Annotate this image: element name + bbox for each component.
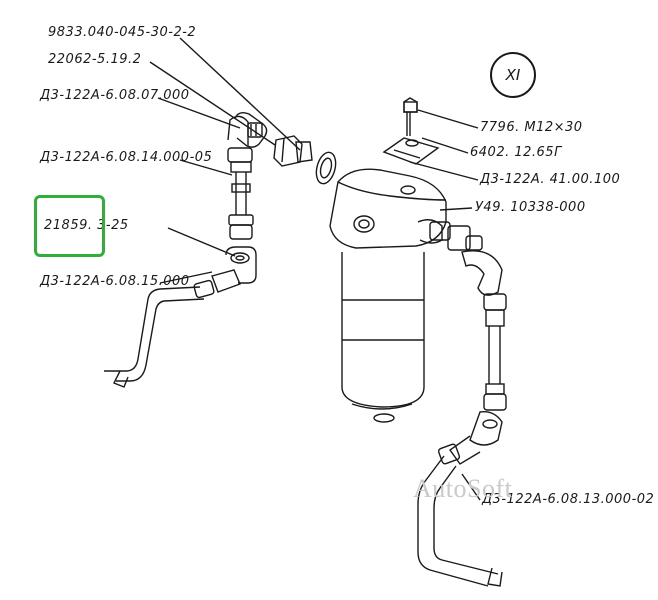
callout-label-part-5-main: 21859. <box>44 218 93 233</box>
callout-label-bolt: 7796. М12×30 <box>480 120 583 135</box>
highlight-box <box>34 195 105 257</box>
callout-label-lower-tube: Д3-122А-6.08.13.000-02 <box>482 492 655 507</box>
section-number-badge: XI <box>490 52 536 98</box>
section-number: XI <box>505 66 521 84</box>
callout-label-part-1: 9833.040-045-30-2-2 <box>48 25 197 40</box>
callout-label-part-6: Д3-122А-6.08.15.000 <box>40 274 190 289</box>
callout-label-filter: У49. 10338-000 <box>475 200 586 215</box>
callout-label-washer: 6402. 12.65Г <box>470 145 562 160</box>
callout-label-part-4: Д3-122А-6.08.14.000-05 <box>40 150 213 165</box>
callout-label-part-3: Д3-122А-6.08.07.000 <box>40 88 190 103</box>
watermark: AutoSoft <box>413 474 513 503</box>
callout-label-bracket: Д3-122А. 41.00.100 <box>480 172 621 187</box>
callout-label-part-2: 22062-5.19.2 <box>48 52 142 67</box>
